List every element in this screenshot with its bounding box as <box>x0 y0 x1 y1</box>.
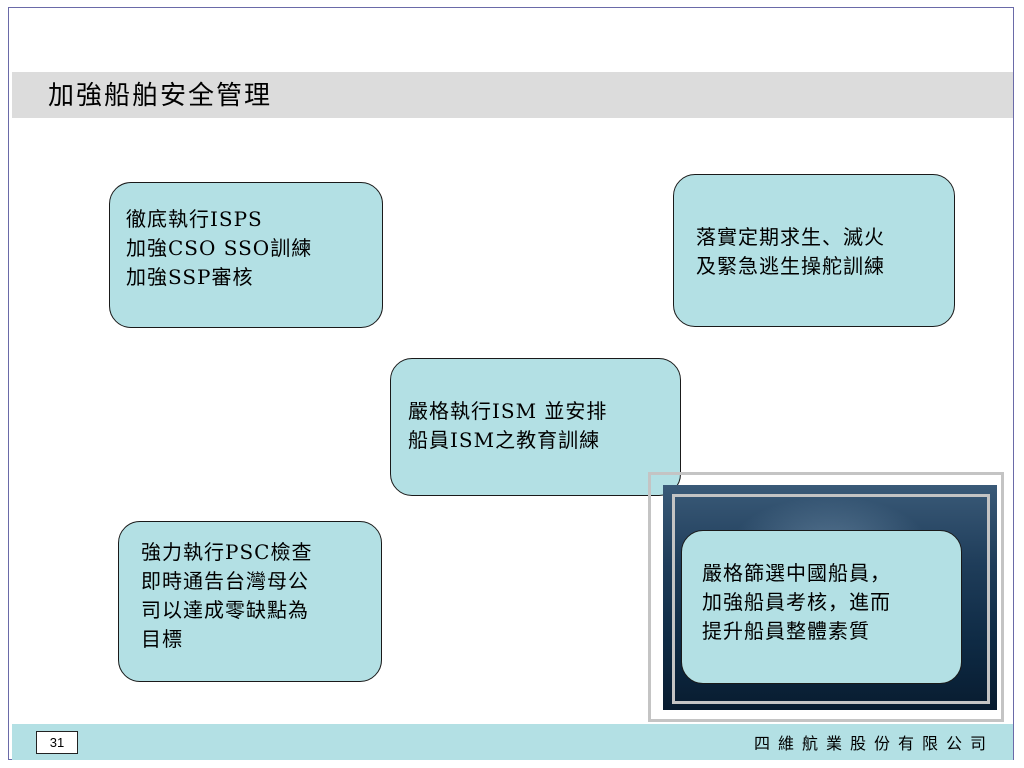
photo-frame-outer <box>648 472 1004 722</box>
company-name: 四維航業股份有限公司 <box>753 734 994 753</box>
page-number: 31 <box>36 731 78 754</box>
drills-box: 落實定期求生、滅火 及緊急逃生操舵訓練 <box>673 174 955 327</box>
ism-box: 嚴格執行ISM 並安排 船員ISM之教育訓練 <box>390 358 681 496</box>
isps-box: 徹底執行ISPS 加強CSO SSO訓練 加強SSP審核 <box>109 182 383 328</box>
crew-box: 嚴格篩選中國船員， 加強船員考核，進而 提升船員整體素質 <box>681 530 962 684</box>
title-bar <box>12 72 1013 118</box>
psc-box: 強力執行PSC檢查 即時通告台灣母公 司以達成零缺點為 目標 <box>118 521 382 682</box>
slide-title: 加強船舶安全管理 <box>48 81 273 111</box>
footer-bar <box>12 724 1013 760</box>
photo-frame-inner <box>672 494 990 704</box>
